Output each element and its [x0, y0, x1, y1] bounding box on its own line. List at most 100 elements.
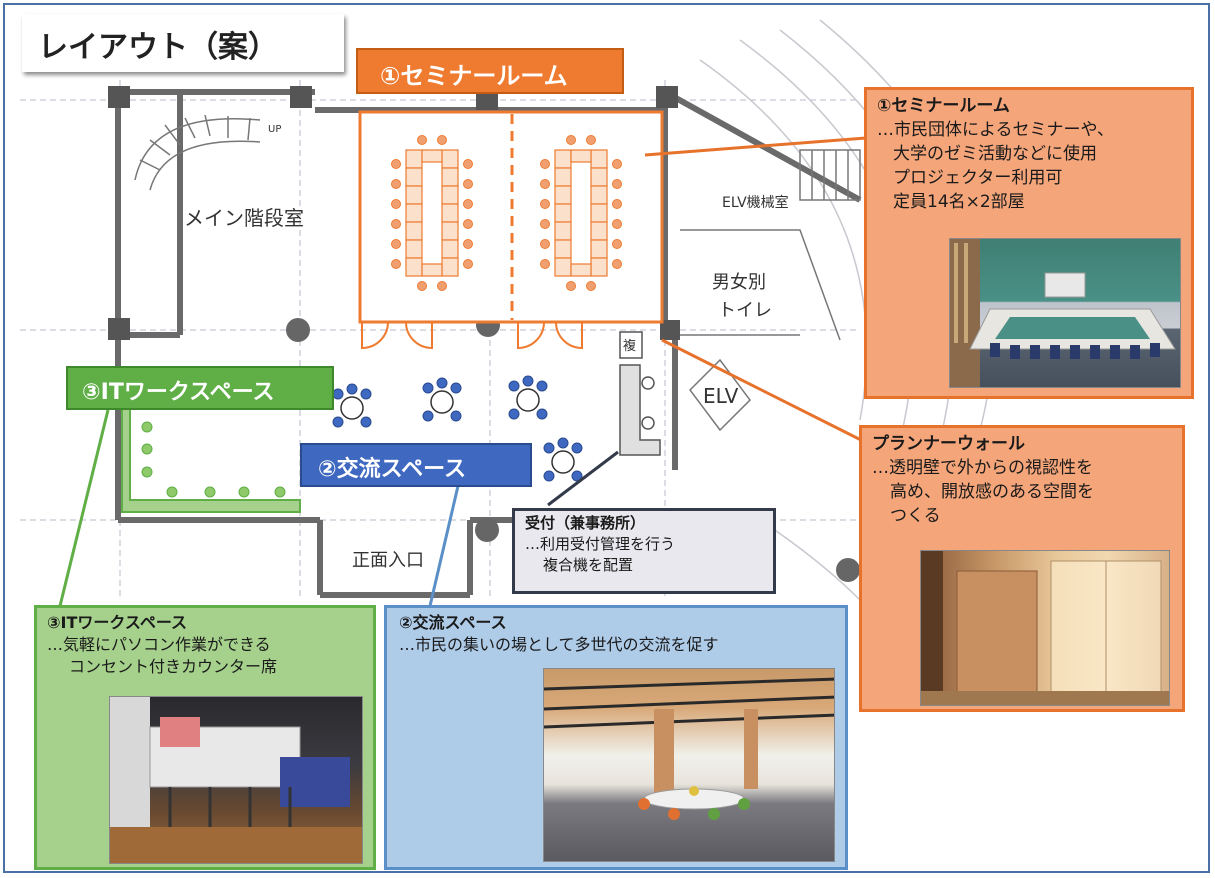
- round-table: [430, 390, 454, 414]
- area-label-it: ③ITワークスペース: [66, 366, 334, 410]
- panel-seminar-line: …市民団体によるセミナーや、: [877, 120, 1114, 140]
- seminar-table: [590, 257, 608, 277]
- seminar-table: [590, 221, 608, 241]
- panel-reception: 受付（兼事務所） …利用受付管理を行う 複合機を配置: [512, 508, 776, 594]
- seminar-chair: [463, 159, 473, 169]
- seminar-chair: [612, 259, 622, 269]
- outer-frame: [3, 3, 1210, 873]
- round-table-chair: [436, 377, 448, 389]
- seminar-table: [441, 257, 459, 277]
- panel-it-line: …気軽にパソコン作業ができる: [47, 635, 271, 654]
- seminar-table: [554, 221, 572, 241]
- seminar-chair: [417, 281, 427, 291]
- seminar-chair: [612, 219, 622, 229]
- panel-koryu-line: …市民の集いの場として多世代の交流を促す: [399, 635, 719, 654]
- photo-it-workspace: [109, 696, 363, 864]
- seminar-table: [405, 185, 423, 205]
- round-table-chair: [422, 410, 434, 422]
- seminar-chair: [540, 259, 550, 269]
- round-table-chair: [360, 416, 372, 428]
- it-counter-chair: [274, 486, 286, 498]
- round-table-chair: [557, 437, 569, 449]
- seminar-chair: [586, 281, 596, 291]
- area-label-seminar: ①セミナールーム: [356, 48, 624, 94]
- seminar-chair: [391, 219, 401, 229]
- round-table-chair: [571, 442, 583, 454]
- photo-it-workspace-illustration: [110, 697, 362, 863]
- seminar-chair: [391, 159, 401, 169]
- seminar-table: [441, 203, 459, 223]
- seminar-chair: [612, 179, 622, 189]
- koryu-round-tables: [332, 375, 583, 482]
- seminar-chair: [391, 179, 401, 189]
- seminar-table: [554, 203, 572, 223]
- seminar-table: [421, 149, 443, 163]
- round-table-chair: [346, 383, 358, 395]
- seminar-chair: [540, 159, 550, 169]
- seminar-tables: [391, 135, 622, 291]
- seminar-chair: [463, 259, 473, 269]
- it-counter-chair: [141, 466, 153, 478]
- label-main-stairs: メイン階段室: [184, 206, 304, 230]
- it-counter-chair: [166, 486, 178, 498]
- photo-seminar-room-illustration: [950, 239, 1176, 387]
- panel-it-line: コンセント付きカウンター席: [69, 657, 278, 676]
- seminar-chair: [391, 199, 401, 209]
- reception-counter: [619, 331, 661, 456]
- area-label-koryu: ②交流スペース: [300, 443, 532, 487]
- seminar-table: [441, 221, 459, 241]
- round-table-chair: [450, 382, 462, 394]
- spiral-stair: [134, 114, 261, 191]
- seminar-table: [554, 149, 572, 169]
- panel-seminar-line: プロジェクター利用可: [893, 168, 1063, 188]
- seminar-table: [590, 149, 608, 169]
- label-elv-machine: ELV機械室: [722, 195, 789, 211]
- photo-koryu-space-illustration: [544, 677, 834, 820]
- seminar-chair: [612, 199, 622, 209]
- seminar-chair: [417, 135, 427, 145]
- seminar-chair: [540, 199, 550, 209]
- seminar-table: [554, 185, 572, 205]
- seminar-table: [441, 185, 459, 205]
- round-table-chair: [543, 470, 555, 482]
- seminar-chair: [437, 281, 447, 291]
- seminar-chair: [566, 135, 576, 145]
- seminar-chair: [540, 179, 550, 189]
- seminar-chair: [463, 199, 473, 209]
- seminar-table: [441, 239, 459, 259]
- photo-planner-wall: [920, 550, 1170, 706]
- columns: [108, 86, 680, 340]
- photo-planner-wall-illustration: [921, 551, 1169, 705]
- photo-seminar-room: [949, 238, 1181, 388]
- seminar-table: [570, 149, 592, 163]
- seminar-table: [405, 221, 423, 241]
- label-elv: ELV: [703, 384, 739, 408]
- seminar-chair: [391, 259, 401, 269]
- panel-planner-line: 高め、開放感のある空間を: [890, 482, 1094, 502]
- round-table-chair: [543, 442, 555, 454]
- panel-seminar-line: 定員14名×2部屋: [893, 192, 1025, 212]
- panel-seminar-line: 大学のゼミ活動などに使用: [893, 144, 1097, 164]
- seminar-chair: [437, 135, 447, 145]
- panel-reception-line: …利用受付管理を行う: [525, 535, 676, 553]
- seminar-table: [441, 167, 459, 187]
- round-table-chair: [360, 388, 372, 400]
- seminar-table: [405, 203, 423, 223]
- round-table-chair: [508, 408, 520, 420]
- label-up: UP: [268, 124, 282, 135]
- panel-koryu-space: ②交流スペース …市民の集いの場として多世代の交流を促す: [384, 605, 848, 870]
- page-title: レイアウト（案）: [22, 14, 344, 72]
- seminar-table: [554, 257, 572, 277]
- seminar-table: [554, 239, 572, 259]
- round-table-chair: [536, 380, 548, 392]
- panel-planner-wall: プランナーウォール …透明壁で外からの視認性を 高め、開放感のある空間を つくる: [859, 425, 1185, 712]
- seminar-chair: [566, 281, 576, 291]
- seminar-chair: [391, 239, 401, 249]
- panel-planner-line: つくる: [890, 506, 941, 526]
- seminar-table: [405, 149, 423, 169]
- round-table-chair: [522, 375, 534, 387]
- seminar-table: [590, 167, 608, 187]
- seminar-chair: [612, 239, 622, 249]
- seminar-table: [554, 167, 572, 187]
